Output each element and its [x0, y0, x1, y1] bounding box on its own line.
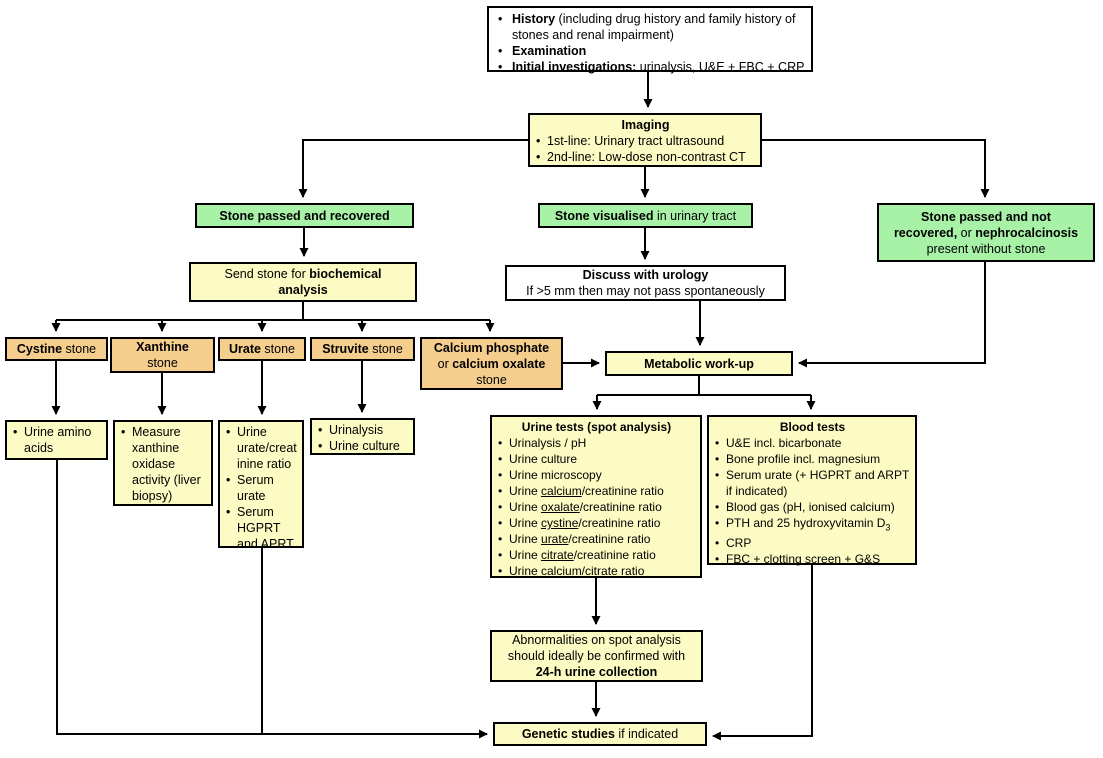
urate-tests-items: •Urine urate/creatinine ratio•Serum urat… — [226, 425, 297, 551]
urine-tests-title: Urine tests (spot analysis) — [521, 420, 672, 434]
discuss-urology-box: Discuss with urology If >5 mm then may n… — [505, 265, 786, 301]
urate-stone-box: Urate stone — [218, 337, 306, 361]
imaging-box: Imaging •1st-line: Urinary tract ultraso… — [528, 113, 762, 167]
send-stone-label: Send stone for biochemical analysis — [224, 267, 382, 297]
blood-tests-title: Blood tests — [779, 420, 846, 434]
imaging-items: •1st-line: Urinary tract ultrasound•2nd-… — [536, 134, 746, 164]
stone-passed-recovered-label: Stone passed and recovered — [219, 208, 390, 223]
genetic-studies-box: Genetic studies if indicated — [493, 722, 707, 746]
calcium-stone-box: Calcium phosphate or calcium oxalate sto… — [420, 337, 563, 390]
history-items: •History (including drug history and fam… — [498, 12, 805, 74]
abnormalities-label: Abnormalities on spot analysis should id… — [507, 633, 686, 679]
genetic-studies-label: Genetic studies if indicated — [521, 727, 679, 741]
stone-visualised-box: Stone visualised in urinary tract — [538, 203, 753, 228]
xanthine-stone-label: Xanthine stone — [136, 340, 189, 370]
cystine-tests-items: •Urine amino acids — [13, 425, 92, 455]
stone-not-recovered-label: Stone passed and not recovered, or nephr… — [893, 209, 1079, 256]
metabolic-workup-box: Metabolic work-up — [605, 351, 793, 376]
discuss-urology-label: Discuss with urology If >5 mm then may n… — [526, 268, 765, 298]
cystine-stone-box: Cystine stone — [5, 337, 108, 361]
struvite-tests-items: •Urinalysis•Urine culture — [318, 423, 400, 453]
struvite-tests-box: •Urinalysis•Urine culture — [310, 418, 415, 455]
xanthine-stone-box: Xanthine stone — [110, 337, 215, 373]
struvite-stone-label: Struvite stone — [322, 342, 403, 356]
stone-not-recovered-box: Stone passed and not recovered, or nephr… — [877, 203, 1095, 262]
calcium-stone-label: Calcium phosphate or calcium oxalate sto… — [433, 340, 550, 387]
cystine-tests-box: •Urine amino acids — [5, 420, 108, 460]
history-examination-box: •History (including drug history and fam… — [487, 6, 813, 74]
metabolic-workup-label: Metabolic work-up — [644, 356, 754, 371]
urine-tests-items: •Urinalysis / pH•Urine culture•Urine mic… — [498, 436, 664, 578]
blood-tests-box: Blood tests •U&E incl. bicarbonate•Bone … — [707, 415, 917, 567]
imaging-title: Imaging — [621, 118, 670, 132]
urate-stone-label: Urate stone — [228, 342, 296, 356]
blood-tests-items: •U&E incl. bicarbonate•Bone profile incl… — [715, 436, 910, 567]
urate-tests-box: •Urine urate/creatinine ratio•Serum urat… — [218, 420, 304, 551]
struvite-stone-box: Struvite stone — [310, 337, 415, 361]
stone-visualised-label: Stone visualised in urinary tract — [554, 208, 737, 223]
abnormalities-box: Abnormalities on spot analysis should id… — [490, 630, 703, 682]
send-stone-box: Send stone for biochemical analysis — [189, 262, 417, 302]
stone-passed-recovered-box: Stone passed and recovered — [195, 203, 414, 228]
xanthine-tests-box: •Measure xanthine oxidase activity (live… — [113, 420, 213, 506]
cystine-stone-label: Cystine stone — [16, 342, 97, 356]
urine-tests-box: Urine tests (spot analysis) •Urinalysis … — [490, 415, 702, 578]
xanthine-tests-items: •Measure xanthine oxidase activity (live… — [121, 425, 201, 503]
